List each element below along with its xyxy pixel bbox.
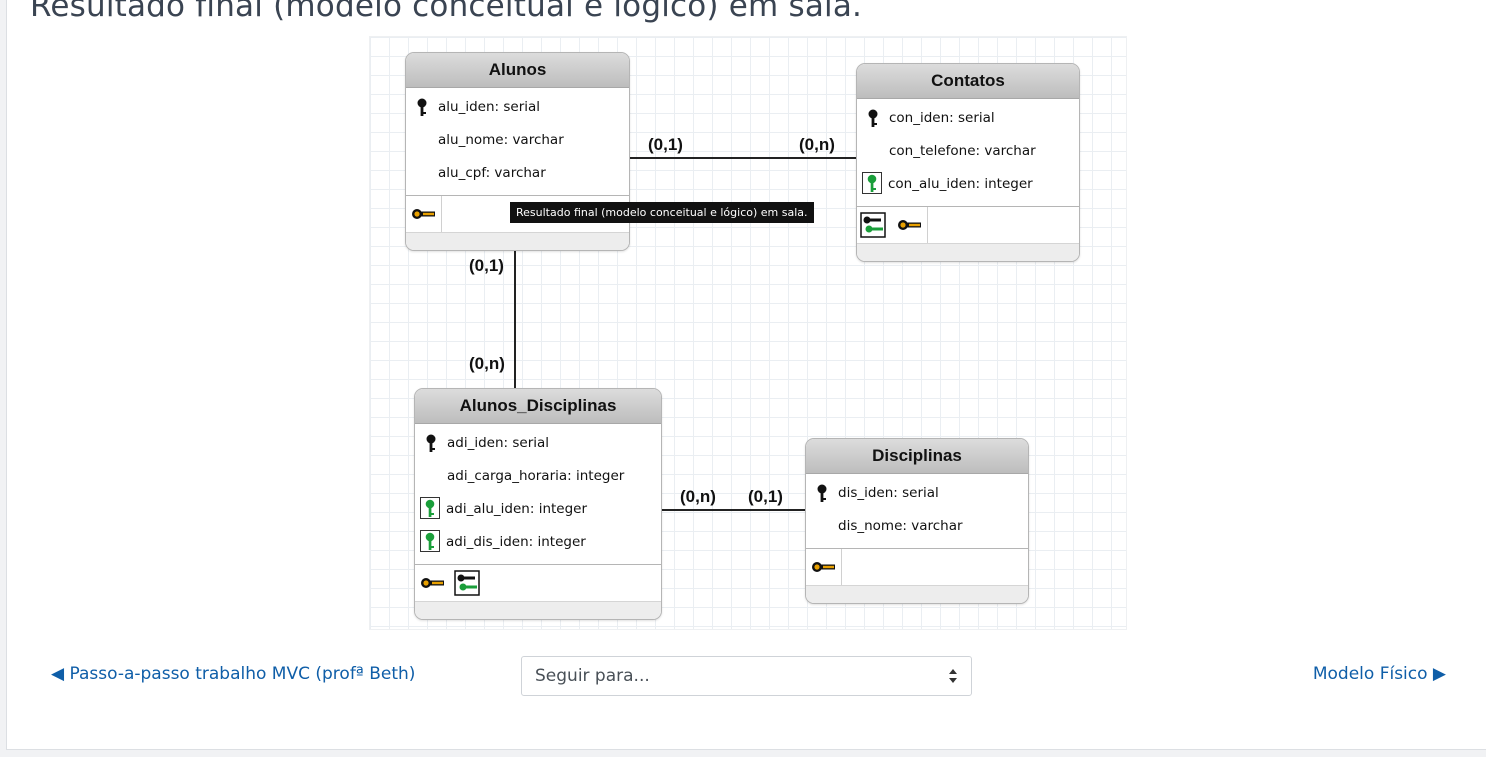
jump-to-selected-value: Seguir para...	[535, 666, 650, 686]
field-row: dis_iden: serial	[806, 477, 1028, 510]
foreign-key-icon	[420, 497, 440, 519]
field-row: con_alu_iden: integer	[857, 168, 1079, 201]
field-row: alu_iden: serial	[406, 91, 629, 124]
image-tooltip: Resultado final (modelo conceitual e lóg…	[510, 202, 814, 223]
field-label: adi_iden: serial	[447, 435, 550, 451]
entity-title: Contatos	[857, 64, 1079, 99]
cardinality-label: (0,n)	[799, 135, 835, 154]
primary-key-icon	[817, 484, 827, 502]
next-activity-link[interactable]: Modelo Físico ▶	[1312, 664, 1446, 684]
field-row: adi_iden: serial	[415, 427, 661, 460]
cardinality-label: (0,1)	[748, 487, 783, 506]
cardinality-label: (0,n)	[680, 487, 716, 506]
entity-disciplinas: Disciplinas dis_iden: serial dis_nome: v…	[805, 438, 1029, 604]
field-label: alu_iden: serial	[438, 99, 541, 115]
field-label: adi_dis_iden: integer	[446, 534, 586, 550]
entity-title: Disciplinas	[806, 439, 1028, 474]
field-row: alu_nome: varchar	[406, 124, 629, 157]
field-label: dis_nome: varchar	[838, 518, 963, 534]
jump-to-select[interactable]: Seguir para...	[521, 656, 972, 696]
field-row: dis_nome: varchar	[806, 510, 1028, 543]
field-row: con_iden: serial	[857, 102, 1079, 135]
field-label: alu_nome: varchar	[438, 132, 564, 148]
foreign-key-index-icon	[860, 212, 886, 238]
entity-alunos-disciplinas: Alunos_Disciplinas adi_iden: serial adi_…	[414, 388, 662, 620]
field-label: con_alu_iden: integer	[888, 176, 1033, 192]
relationship-line-alunos-contatos	[628, 157, 856, 159]
foreign-key-icon	[862, 172, 882, 194]
relationship-line-alunos-disciplinas-disciplinas	[661, 509, 806, 511]
field-row: adi_carga_horaria: integer	[415, 460, 661, 493]
field-label: adi_alu_iden: integer	[446, 501, 588, 517]
cardinality-label: (0,n)	[469, 354, 505, 373]
field-row: adi_dis_iden: integer	[415, 526, 661, 559]
field-row: alu_cpf: varchar	[406, 157, 629, 190]
previous-activity-link[interactable]: ◀ Passo-a-passo trabalho MVC (profª Beth…	[51, 664, 416, 684]
field-label: con_telefone: varchar	[889, 143, 1036, 159]
index-key-icon	[412, 209, 435, 219]
primary-key-icon	[426, 434, 436, 452]
field-row: con_telefone: varchar	[857, 135, 1079, 168]
er-diagram-image: (0,1) (0,n) (0,1) (0,n) (0,n) (0,1) Alun…	[369, 36, 1127, 630]
entity-title: Alunos_Disciplinas	[415, 389, 661, 424]
field-label: dis_iden: serial	[838, 485, 939, 501]
relationship-line-alunos-alunos-disciplinas	[514, 242, 516, 389]
index-key-icon	[898, 220, 921, 230]
primary-key-icon	[417, 98, 427, 116]
entity-contatos: Contatos con_iden: serial con_telefone: …	[856, 63, 1080, 262]
field-row: adi_alu_iden: integer	[415, 493, 661, 526]
foreign-key-index-icon	[454, 570, 480, 596]
page-title: Resultado final (modelo conceitual e lóg…	[30, 0, 863, 24]
foreign-key-icon	[420, 530, 440, 552]
select-arrows-icon	[949, 669, 957, 683]
field-label: con_iden: serial	[889, 110, 995, 126]
field-label: adi_carga_horaria: integer	[447, 468, 625, 484]
cardinality-label: (0,1)	[469, 256, 504, 275]
index-key-icon	[812, 562, 835, 572]
field-label: alu_cpf: varchar	[438, 165, 546, 181]
index-key-icon	[421, 578, 444, 588]
primary-key-icon	[868, 109, 878, 127]
cardinality-label: (0,1)	[648, 135, 683, 154]
entity-title: Alunos	[406, 53, 629, 88]
